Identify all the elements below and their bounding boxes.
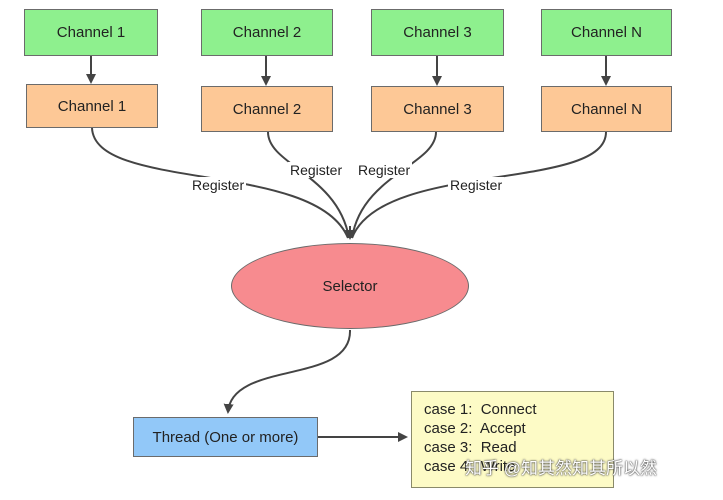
channel-1-box: Channel 1 [26,84,158,128]
register-label-3: Register [356,162,413,178]
case-2-line: case 2: Accept [424,420,526,437]
selector-label: Selector [322,277,378,295]
top-channel-2-box: Channel 2 [201,9,333,56]
thread-box: Thread (One or more) [133,417,318,457]
channel-3-box: Channel 3 [371,86,504,132]
register-curve-3 [351,131,437,239]
selector-ellipse: Selector [231,243,469,329]
case-3-line: case 3: Read [424,439,517,456]
case-4-line: case 4: Write [424,458,516,475]
register-label-n: Register [448,177,505,193]
selector-to-thread-arrow [223,329,352,414]
cases-note: case 1: Connect case 2: Accept case 3: R… [411,391,614,488]
channel-2-box: Channel 2 [201,86,333,132]
zhihu-watermark: 知乎 @知其然知其所以然 [465,459,657,478]
top-channel-3-box: Channel 3 [371,9,504,56]
register-label-2: Register [288,162,345,178]
top-channel-1-box: Channel 1 [24,9,158,56]
top-channel-n-box: Channel N [541,9,672,56]
channel-n-box: Channel N [541,86,672,132]
register-label-1: Register [190,177,247,193]
case-1-line: case 1: Connect [424,401,537,418]
